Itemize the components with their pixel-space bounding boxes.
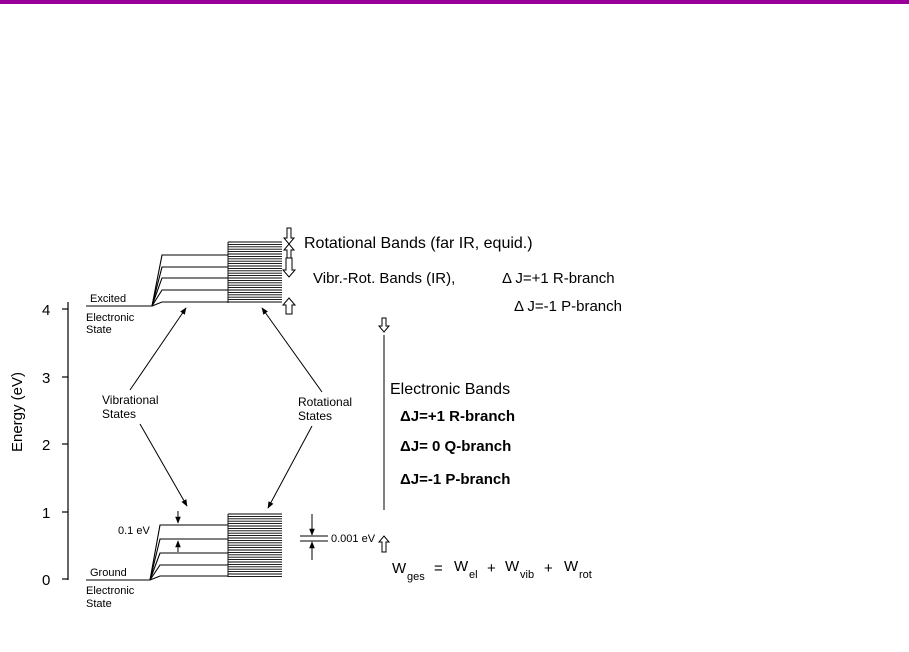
open-arrow-vibrot-down xyxy=(281,257,297,278)
axis-tick-label-2: 2 xyxy=(42,437,50,454)
excited-state-label-3: State xyxy=(86,324,112,336)
vib-spacing-label: 0.1 eV xyxy=(118,525,150,537)
electronic-r-branch: ΔJ=+1 R-branch xyxy=(400,408,515,425)
vib-arrow-down xyxy=(139,423,188,507)
electronic-bands-title: Electronic Bands xyxy=(390,381,510,398)
open-arrow-vibrot-up xyxy=(281,297,297,315)
energy-formula: W ges = W el + W vib + W rot xyxy=(392,558,592,583)
ground-state-label-1: Ground xyxy=(90,567,127,579)
rotational-bands-label: Rotational Bands (far IR, equid.) xyxy=(304,235,533,252)
ground-state-label-2: Electronic xyxy=(86,585,135,597)
excited-state-label-2: Electronic xyxy=(86,312,135,324)
vib-arrow-up xyxy=(129,307,187,391)
top-accent-bar xyxy=(0,0,909,4)
electronic-p-branch: ΔJ=-1 P-branch xyxy=(400,471,510,488)
axis-tick-label-3: 3 xyxy=(42,370,50,387)
formula-rot: rot xyxy=(579,569,592,581)
formula-w-rot: W xyxy=(564,558,579,575)
formula-w-vib: W xyxy=(505,558,520,575)
rotational-states-label-1: Rotational xyxy=(298,395,352,409)
open-arrow-rot-down xyxy=(282,227,296,245)
open-arrow-elec-down xyxy=(377,317,391,333)
axis-tick-label-1: 1 xyxy=(42,505,50,522)
formula-plus-2: + xyxy=(544,560,553,577)
open-arrow-rot-mid-up xyxy=(282,243,296,259)
rot-arrow-down xyxy=(267,425,313,509)
formula-vib: vib xyxy=(520,569,534,581)
ground-state-label-3: State xyxy=(86,598,112,610)
rotational-states-label-2: States xyxy=(298,409,332,423)
axis-tick-label-0: 0 xyxy=(42,572,50,589)
ground-rotational-levels xyxy=(227,513,282,577)
vibrational-states-label-2: States xyxy=(102,407,136,421)
vibrational-states-label-1: Vibrational xyxy=(102,393,158,407)
open-arrow-elec-up xyxy=(377,535,391,553)
ground-vibrational-levels xyxy=(86,524,228,581)
excited-state-label-1: Excited xyxy=(90,293,126,305)
formula-ges: ges xyxy=(407,571,425,583)
rot-arrow-up xyxy=(261,307,323,393)
formula-el: el xyxy=(469,569,478,581)
excited-rotational-levels xyxy=(227,241,282,303)
formula-w-el: W xyxy=(454,558,469,575)
axis-label: Energy (eV) xyxy=(9,372,26,452)
formula-eq: = xyxy=(434,560,443,577)
vibr-rot-p-branch: Δ J=-1 P-branch xyxy=(514,298,622,315)
open-arrows xyxy=(281,227,391,553)
rot-spacing-label: 0.001 eV xyxy=(331,533,376,545)
electronic-q-branch: ΔJ= 0 Q-branch xyxy=(400,438,511,455)
formula-plus-1: + xyxy=(487,560,496,577)
vibr-rot-r-branch: Δ J=+1 R-branch xyxy=(502,270,615,287)
vibr-rot-bands-label: Vibr.-Rot. Bands (IR), xyxy=(313,270,455,287)
formula-w: W xyxy=(392,560,407,577)
excited-vibrational-levels xyxy=(86,254,228,307)
axis-tick-label-4: 4 xyxy=(42,302,50,319)
